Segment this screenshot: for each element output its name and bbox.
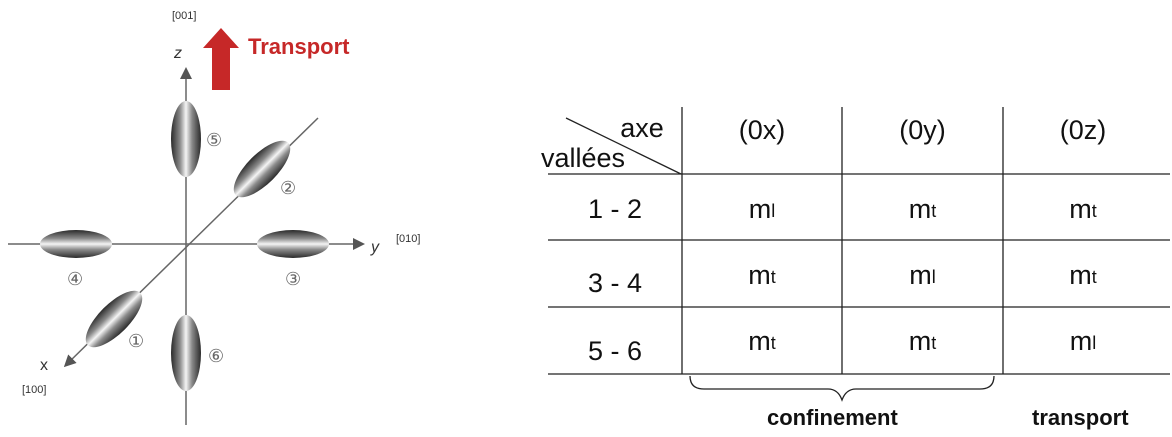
valley-5-ellipsoid <box>171 101 201 177</box>
valley-2-ellipsoid <box>233 140 291 198</box>
valley-2-label: ② <box>280 178 296 198</box>
column-header-0z: (0z) <box>1059 114 1107 145</box>
valley-4-label: ④ <box>67 269 83 289</box>
footer-transport-label: transport <box>1032 405 1129 430</box>
column-header-0x: (0x) <box>738 114 786 145</box>
transport-label: Transport <box>248 34 350 59</box>
valley-4-ellipsoid <box>40 230 112 258</box>
valley-diagram: [001] z y [010] x [100] Transport ⑤ ② ④ … <box>8 10 420 425</box>
valley-5-label: ⑤ <box>206 130 222 150</box>
miller-z-label: [001] <box>172 10 196 22</box>
transport-arrow <box>203 28 239 90</box>
footer-confinement-label: confinement <box>767 405 898 430</box>
valley-3-label: ③ <box>285 269 301 289</box>
valley-6-ellipsoid <box>171 315 201 391</box>
valley-1-ellipsoid <box>85 290 143 348</box>
axis-z-label: z <box>173 45 182 62</box>
corner-axe-label: axe <box>620 112 664 143</box>
row-label-5-6: 5 - 6 <box>587 335 643 366</box>
miller-x-label: [100] <box>22 384 46 396</box>
axis-x-label: x <box>40 357 48 374</box>
valley-6-label: ⑥ <box>208 346 224 366</box>
valley-1-label: ① <box>128 331 144 351</box>
row-label-3-4: 3 - 4 <box>587 267 643 298</box>
corner-vallees-label: vallées <box>540 142 626 173</box>
valley-3-ellipsoid <box>257 230 329 258</box>
axis-y-label: y <box>370 239 380 256</box>
column-header-0y: (0y) <box>899 114 946 145</box>
row-label-1-2: 1 - 2 <box>587 193 643 224</box>
miller-y-label: [010] <box>396 233 420 245</box>
